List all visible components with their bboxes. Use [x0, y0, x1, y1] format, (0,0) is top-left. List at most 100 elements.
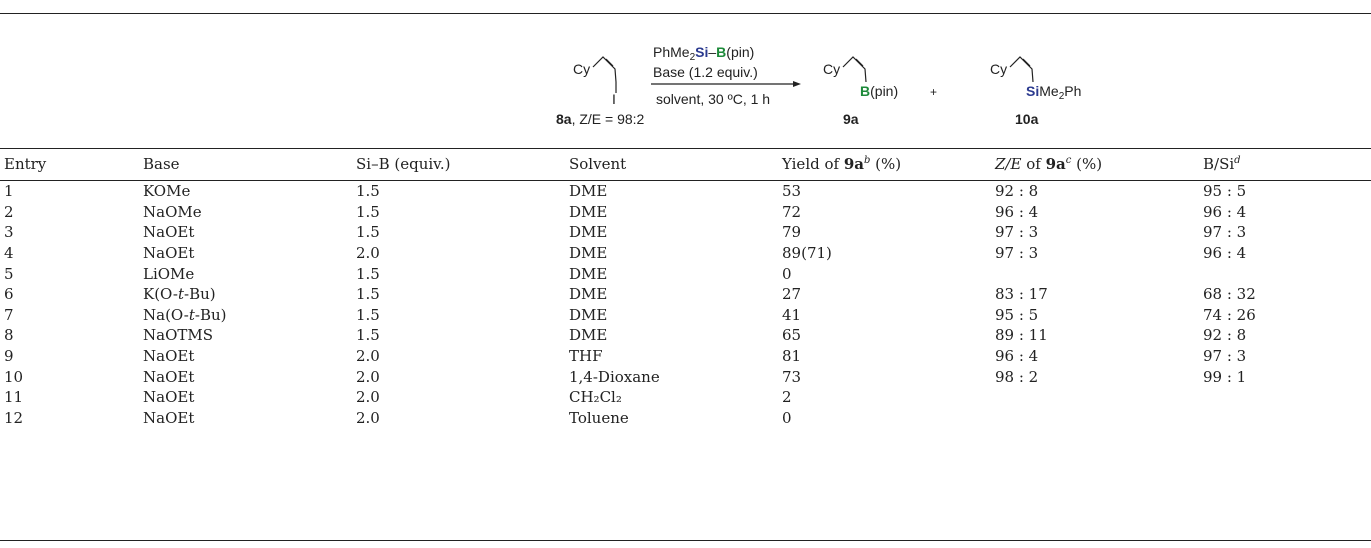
cell-ze [995, 387, 1203, 408]
reaction-scheme: Cy I 8a, Z/E = 98:2 PhMe2Si–B(pin) Base … [556, 44, 1081, 127]
cell-b-si [1203, 263, 1371, 284]
cell-base: NaOEt [143, 388, 195, 407]
cell-entry: 1 [4, 182, 14, 201]
table-header-row: Entry Base Si–B (equiv.) Solvent Yield o… [0, 151, 1371, 177]
cell-entry: 3 [4, 223, 14, 242]
cell-yield: 0 [782, 408, 792, 427]
header-rule-top [0, 148, 1371, 149]
cell-solvent: CH₂Cl₂ [569, 388, 622, 407]
top-rule [0, 13, 1371, 14]
cell-yield: 73 [782, 367, 802, 386]
product1-double-bond [855, 58, 864, 67]
cell-yield: 53 [782, 182, 802, 201]
header-entry: Entry [4, 155, 47, 173]
cell-ze: 96 : 4 [995, 347, 1039, 366]
cell-ze [995, 263, 1203, 284]
reaction-arrow-head [793, 81, 801, 87]
cell-solvent: DME [569, 285, 608, 304]
reaction-conditions: solvent, 30 ºC, 1 h [656, 91, 770, 107]
header-solvent: Solvent [569, 155, 627, 173]
cell-si-b: 2.0 [356, 244, 380, 263]
cell-ze [995, 408, 1203, 429]
substrate-double-bond [605, 58, 614, 67]
cell-entry: 6 [4, 285, 14, 304]
cell-base: NaOEt [143, 244, 195, 263]
cell-b-si: 99 : 1 [1203, 367, 1247, 386]
cell-b-si: 95 : 5 [1203, 182, 1247, 201]
cell-ze: 97 : 3 [995, 223, 1039, 242]
cell-b-si: 96 : 4 [1203, 244, 1247, 263]
header-rule-bottom [0, 180, 1371, 181]
cell-solvent: DME [569, 202, 608, 221]
cell-si-b: 2.0 [356, 367, 380, 386]
cell-b-si: 92 : 8 [1203, 326, 1247, 345]
cell-ze: 83 : 17 [995, 285, 1048, 304]
product2-silyl-label: SiMe2Ph [1026, 83, 1081, 102]
cell-ze: 92 : 8 [995, 182, 1039, 201]
cell-solvent: DME [569, 326, 608, 345]
cell-b-si: 68 : 32 [1203, 285, 1256, 304]
cell-base: K(O-t-Bu) [143, 285, 216, 304]
table-row: 3 NaOEt 1.5 DME 79 97 : 3 97 : 3 [0, 222, 1371, 243]
cell-base: NaOEt [143, 367, 195, 386]
cell-solvent: THF [569, 347, 603, 366]
header-yield: Yield of 9ab (%) [782, 155, 902, 173]
cell-si-b: 1.5 [356, 182, 380, 201]
cell-entry: 7 [4, 305, 14, 324]
cell-solvent: DME [569, 305, 608, 324]
cell-entry: 11 [4, 388, 24, 407]
cell-ze: 98 : 2 [995, 367, 1039, 386]
cell-yield: 2 [782, 388, 792, 407]
substrate-cy-label: Cy [573, 61, 590, 77]
cell-b-si: 74 : 26 [1203, 305, 1256, 324]
product1-skeleton [842, 56, 867, 83]
cell-b-si [1203, 408, 1371, 429]
product1-label: 9a [843, 111, 859, 127]
cell-solvent: DME [569, 182, 608, 201]
cell-yield: 81 [782, 347, 802, 366]
cell-entry: 4 [4, 244, 14, 263]
cell-solvent: 1,4-Dioxane [569, 367, 660, 386]
cell-solvent: Toluene [569, 408, 629, 427]
results-table: Entry Base Si–B (equiv.) Solvent Yield o… [0, 151, 1371, 428]
cell-si-b: 1.5 [356, 223, 380, 242]
substrate-iodine-label: I [612, 91, 616, 107]
cell-base: NaOTMS [143, 326, 214, 345]
cell-b-si [1203, 387, 1371, 408]
cell-base: NaOEt [143, 223, 195, 242]
cell-solvent: DME [569, 264, 608, 283]
cell-yield: 41 [782, 305, 802, 324]
cell-si-b: 2.0 [356, 388, 380, 407]
reagent-base: Base (1.2 equiv.) [653, 64, 758, 80]
header-ze: Z/E of 9ac (%) [995, 155, 1103, 173]
cell-solvent: DME [569, 223, 608, 242]
header-si-b: Si–B (equiv.) [356, 155, 451, 173]
product2-cy-label: Cy [990, 61, 1007, 77]
cell-yield: 65 [782, 326, 802, 345]
cell-ze: 95 : 5 [995, 305, 1039, 324]
cell-yield: 79 [782, 223, 802, 242]
cell-base: LiOMe [143, 264, 195, 283]
bottom-rule [0, 540, 1371, 541]
cell-entry: 10 [4, 367, 24, 386]
cell-ze: 89 : 11 [995, 326, 1048, 345]
cell-entry: 8 [4, 326, 14, 345]
cell-si-b: 1.5 [356, 202, 380, 221]
product2-skeleton [1009, 56, 1034, 83]
cell-entry: 2 [4, 202, 14, 221]
cell-yield: 27 [782, 285, 802, 304]
cell-b-si: 97 : 3 [1203, 347, 1247, 366]
header-b-si: B/Sid [1203, 155, 1241, 173]
table-row: 11 NaOEt 2.0 CH₂Cl₂ 2 [0, 387, 1371, 408]
cell-b-si: 97 : 3 [1203, 223, 1247, 242]
cell-si-b: 1.5 [356, 305, 380, 324]
plus-sign: + [930, 85, 937, 99]
product1-boryl-label: B(pin) [860, 83, 898, 99]
cell-b-si: 96 : 4 [1203, 202, 1247, 221]
